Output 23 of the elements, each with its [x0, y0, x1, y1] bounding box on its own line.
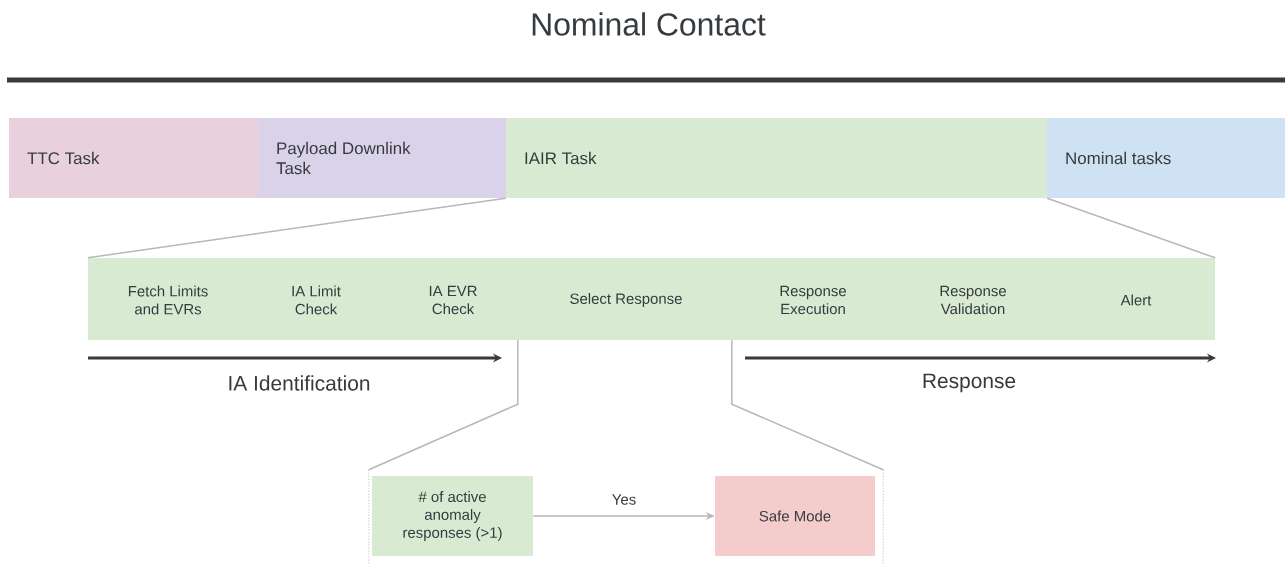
title: Nominal Contact — [532, 12, 766, 36]
edge-label: Yes — [612, 494, 636, 505]
band-background — [88, 258, 1215, 340]
zoom-line — [731, 339, 884, 471]
zoom-line — [87, 197, 507, 259]
dotted-frame — [368, 469, 884, 564]
step-label: Response Validation — [940, 285, 1006, 315]
task-box: TTC Task — [9, 118, 258, 198]
step-label: Select Response — [570, 293, 682, 307]
step-label: IA Limit Check — [292, 285, 341, 315]
step-label: Alert — [1120, 294, 1152, 306]
task-box: Payload Downlink Task — [258, 118, 506, 198]
task-box: Nominal tasks — [1047, 118, 1285, 198]
process-box: Safe Mode — [715, 476, 875, 556]
section-label: Response — [923, 373, 1016, 393]
step-label: Fetch Limits and EVRs — [128, 285, 208, 315]
task-box: IAIR Task — [506, 118, 1047, 198]
step-label: IA EVR Check — [429, 285, 477, 315]
section-label: IA Identification — [229, 375, 370, 391]
zoom-line — [368, 339, 519, 471]
step-label: Response Execution — [780, 285, 846, 315]
process-box: # of active anomaly responses (>1) — [372, 476, 533, 556]
zoom-line — [1046, 197, 1216, 259]
